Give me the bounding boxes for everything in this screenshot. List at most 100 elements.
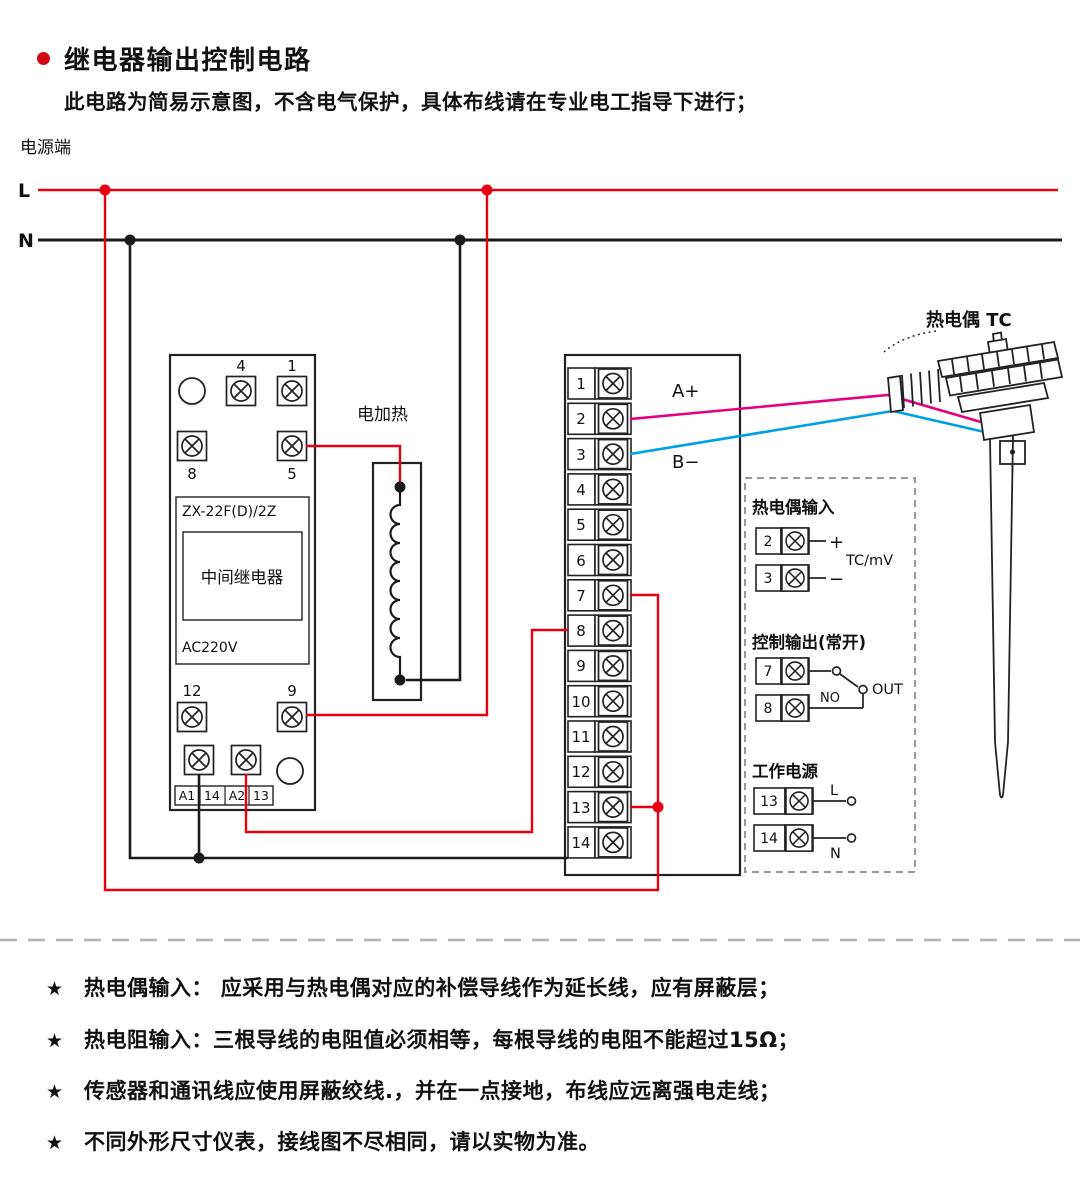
relay-body-box [175, 496, 310, 665]
legend-terminal-3: 3 [764, 571, 773, 587]
wire-terminal8-to-relay-a2 [244, 628, 568, 834]
terminal-legend: 热电偶输入 2 3 + − TC/mV 控制输出(常开) 7 8 [744, 477, 916, 873]
screw-icon [597, 438, 629, 470]
thermocouple: 热电偶 TC [883, 309, 1064, 799]
terminal-number: 10 [571, 693, 590, 711]
screw-icon [785, 787, 813, 815]
tc-probe [989, 435, 1014, 799]
electric-heater: 电加热 [357, 405, 423, 702]
legend-power-title: 工作电源 [752, 761, 819, 781]
star-bullet-icon: ★ [46, 1081, 64, 1103]
a-plus-label: A+ [672, 381, 699, 402]
legend-terminal-2: 2 [764, 534, 773, 550]
terminal-row: 11 [567, 720, 632, 753]
screw-icon [276, 701, 308, 733]
b-minus-label: B− [672, 452, 699, 473]
note-text: 热电偶输入： 应采用与热电偶对应的补偿导线作为延长线，应有屏蔽层； [84, 976, 780, 1000]
relay-name: 中间继电器 [201, 568, 284, 587]
screw-icon [781, 694, 809, 722]
relay-terminal-1-label: 1 [287, 357, 297, 375]
legend-tc-title: 热电偶输入 [752, 497, 835, 517]
legend-terminal-14: 14 [760, 831, 778, 847]
heater-label: 电加热 [357, 405, 408, 425]
power-terminal-label: 电源端 [20, 138, 71, 158]
terminal-row: 8 [567, 614, 632, 647]
screw-icon [276, 375, 308, 407]
terminal-number: 14 [571, 834, 590, 852]
screw-icon [597, 650, 629, 682]
relay-coil-a1-label: A1 [179, 788, 196, 803]
page-subtitle: 此电路为简易示意图，不含电气保护，具体布线请在专业电工指导下进行； [64, 90, 757, 114]
screw-icon [597, 791, 629, 823]
star-bullet-icon: ★ [46, 1132, 64, 1154]
terminal-number: 9 [576, 657, 586, 675]
screw-icon [597, 827, 629, 858]
tc-mv-label: TC/mV [845, 553, 893, 569]
note-text: 传感器和通讯线应使用屏蔽绞线.，并在一点接地，布线应远离强电走线； [84, 1079, 781, 1103]
legend-terminal-7: 7 [764, 664, 773, 680]
note-line: ★ 热电阻输入：三根导线的电阻值必须相等，每根导线的电阻不能超过15Ω； [46, 1024, 799, 1054]
screw-icon [597, 403, 629, 435]
relay-terminal-9-label: 9 [287, 682, 297, 700]
relay-mount-hole-icon [178, 377, 206, 405]
screw-icon [597, 721, 629, 752]
relay-voltage: AC220V [182, 640, 238, 656]
terminal-row: 14 [567, 826, 632, 859]
terminal-row: 12 [567, 755, 632, 789]
note-line: ★ 传感器和通讯线应使用屏蔽绞线.，并在一点接地，布线应远离强电走线； [46, 1075, 780, 1105]
star-bullet-icon: ★ [46, 1030, 64, 1052]
relay-coil-label-strip: A1 14 A2 13 [174, 785, 274, 806]
terminal-number: 2 [576, 410, 586, 428]
red-junction-dots [99, 184, 664, 813]
legend-terminal-13: 13 [760, 794, 778, 810]
legend-l-label: L [830, 783, 838, 799]
no-label: NO [820, 691, 840, 706]
red-wires [103, 190, 660, 892]
screw-icon [781, 564, 809, 592]
screw-icon [597, 509, 629, 541]
screw-icon [176, 701, 208, 733]
thermocouple-label: 热电偶 TC [926, 309, 1012, 331]
wire-l-to-relay9 [306, 190, 489, 717]
intermediate-relay: 4 1 8 5 ZX-22F(D)/2Z 中间继电器 AC220V 12 9 [168, 353, 317, 812]
note-text: 不同外形尺寸仪表，接线图不尽相同，请以实物为准。 [84, 1130, 600, 1154]
legend-output-title: 控制输出(常开) [752, 632, 866, 652]
screw-icon [597, 685, 629, 717]
terminal-row: 5 [567, 508, 632, 542]
terminal-row: 7 [567, 578, 632, 612]
tc-dotted-leader [883, 330, 937, 353]
relay-coil-13-label: 13 [253, 788, 269, 803]
relay-model: ZX-22F(D)/2Z [182, 504, 276, 520]
terminal-number: 6 [576, 552, 586, 570]
red-bullet-icon [37, 52, 50, 65]
terminal-row: 13 [567, 790, 632, 824]
terminal-row: 1 [567, 367, 632, 400]
note-line: ★热电偶输入： 应采用与热电偶对应的补偿导线作为延长线，应有屏蔽层； [46, 972, 780, 1002]
screw-icon [597, 474, 629, 505]
legend-terminal-8: 8 [764, 701, 773, 717]
tc-head [936, 331, 1064, 442]
note-text: 热电阻输入：三根导线的电阻值必须相等，每根导线的电阻不能超过15Ω； [84, 1028, 800, 1052]
power-rails: 电源端 L N [18, 138, 1062, 252]
black-junction-dots [124, 234, 466, 864]
black-wires [128, 240, 568, 860]
terminal-number: 11 [571, 728, 590, 746]
terminal-row: 4 [567, 473, 632, 506]
heater-box [371, 461, 423, 702]
terminal-number: 3 [576, 446, 586, 464]
screw-icon [597, 368, 629, 399]
legend-n-label: N [830, 846, 841, 862]
note-line: ★ 不同外形尺寸仪表，接线图不尽相同，请以实物为准。 [46, 1126, 600, 1156]
relay-coil-14-label: 14 [204, 788, 220, 803]
terminal-row: 3 [567, 437, 632, 471]
wire-n-to-heater [406, 240, 462, 682]
screw-icon [183, 744, 215, 776]
relay-terminal-5-label: 5 [287, 465, 297, 483]
relay-name-box [182, 531, 303, 621]
legend-dashed-box [744, 477, 916, 873]
terminal-number: 13 [571, 799, 590, 817]
screw-icon [230, 744, 262, 776]
tc-thread-fitting [887, 368, 941, 414]
out-label: OUT [872, 682, 903, 698]
